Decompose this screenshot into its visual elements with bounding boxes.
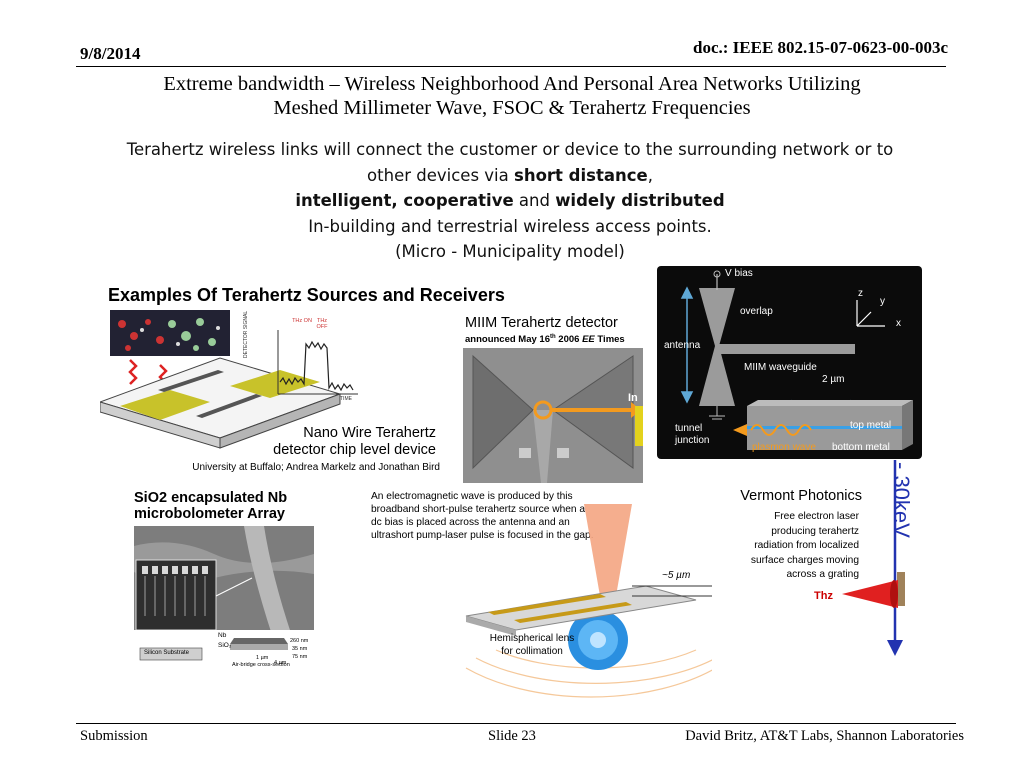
- microbolometer-image: [134, 526, 314, 670]
- tagline-line5: (Micro - Municipality model): [395, 242, 625, 261]
- tagline-bold-intelligent: intelligent, cooperative: [295, 191, 514, 210]
- sio2-1um: 1 µm: [256, 655, 269, 661]
- vermont-line3: radiation from localized: [754, 540, 859, 551]
- miim-sem-image: [463, 348, 643, 483]
- tagline-comma: ,: [647, 165, 653, 185]
- vermont-line2: producing terahertz: [771, 525, 859, 537]
- nanowire-credit: University at Buffalo; Andrea Markelz an…: [192, 462, 440, 473]
- diagram-bottom-metal: bottom metal: [832, 442, 890, 453]
- sio2-heading: SiO2 encapsulated Nb microbolometer Arra…: [134, 490, 287, 522]
- tagline-text1: Terahertz wireless links will connect th…: [126, 140, 894, 185]
- molecule-image: [110, 310, 230, 356]
- tagline-line4: In-building and terrestrial wireless acc…: [308, 216, 712, 236]
- vermont-line1: Free electron laser: [774, 511, 859, 522]
- header-date: 9/8/2014: [80, 44, 141, 63]
- tagline: Terahertz wireless links will connect th…: [120, 137, 900, 265]
- sio2-heading-line1: SiO2 encapsulated Nb: [134, 490, 288, 506]
- sio2-sio2-label: SiO₂: [218, 642, 232, 649]
- nanowire-caption-line1: Nano Wire Terahertz: [303, 425, 436, 441]
- miim-waveguide-diagram: [657, 266, 922, 459]
- vermont-photonics-text: Free electron laser producing terahertz …: [715, 510, 859, 583]
- sio2-nb-label: Nb: [218, 632, 227, 639]
- nanowire-caption-line2: detector chip level device: [273, 442, 436, 458]
- footer-slide-number: Slide 23: [488, 728, 536, 744]
- sio2-260nm: 260 nm: [290, 638, 309, 644]
- diagram-top-metal: top metal: [850, 420, 892, 431]
- electron-beam-arrow: [887, 460, 905, 656]
- sio2-4um: 4 µm: [274, 660, 287, 666]
- chip-substrate: [100, 357, 342, 449]
- header-doc-id: doc.: IEEE 802.15-07-0623-00-003c: [693, 38, 948, 57]
- slide-title: Extreme bandwidth – Wireless Neighborhoo…: [80, 72, 944, 120]
- em-wave-description: An electromagnetic wave is produced by t…: [371, 491, 594, 541]
- em-lens-line2: for collimation: [501, 646, 563, 657]
- diagram-plasmon-wave: plasmon wave: [752, 442, 816, 453]
- miim-announced: announced May 16th 2006 EE Times: [465, 334, 625, 346]
- sio2-35nm: 35 nm: [292, 646, 308, 652]
- examples-heading: Examples Of Terahertz Sources and Receiv…: [108, 285, 505, 305]
- vermont-photonics-title: Vermont Photonics: [740, 488, 862, 504]
- diagram-miim-waveguide: MIIM waveguide: [744, 362, 817, 373]
- miim-detector-title: MIIM Terahertz detector: [465, 315, 618, 331]
- diagram-axis-y: y: [880, 296, 885, 307]
- sio2-silicon-label: Silicon Substrate: [144, 650, 190, 656]
- plot-thz-on-label: THz ON: [292, 318, 312, 324]
- beam-energy-label: - 30keV: [889, 462, 914, 538]
- diagram-antenna: antenna: [664, 340, 701, 351]
- nanowire-chip-illustration: [100, 310, 358, 449]
- vermont-line4: surface charges moving: [750, 554, 859, 566]
- tagline-bold-short-distance: short distance: [514, 165, 648, 185]
- sio2-heading-line2: microbolometer Array: [134, 506, 285, 522]
- diagram-junction: junction: [675, 435, 710, 446]
- diagram-axis-x: x: [896, 318, 901, 329]
- footer-rule: [76, 723, 956, 724]
- sio2-75nm: 75 nm: [292, 654, 308, 660]
- diagram-tunnel: tunnel: [675, 423, 703, 434]
- diagram-axis-z: z: [858, 288, 863, 299]
- nanowire-caption: Nano Wire Terahertz detector chip level …: [248, 425, 436, 459]
- plot-y-label: DETECTOR SIGNAL: [243, 310, 249, 358]
- header-rule: [76, 66, 946, 67]
- plot-thz-off-label: THz OFF: [316, 318, 328, 330]
- diagram-2um: 2 µm: [822, 374, 845, 385]
- tagline-bold-widely: widely distributed: [555, 191, 725, 210]
- diagram-vbias: V bias: [725, 268, 753, 279]
- diagram-overlap: overlap: [740, 306, 773, 317]
- thz-antenna-illustration: [465, 504, 712, 698]
- miim-in-label: In: [628, 392, 638, 404]
- thz-cone: [842, 580, 898, 608]
- thz-label: Thz: [814, 590, 833, 602]
- em-5um-label: ~5 µm: [662, 570, 691, 581]
- slide-title-line2: Meshed Millimeter Wave, FSOC & Terahertz…: [273, 97, 751, 119]
- plot-x-label: TIME: [340, 396, 352, 402]
- em-lens-caption: Hemispherical lens for collimation: [477, 632, 587, 658]
- tagline-and: and: [513, 191, 556, 210]
- detector-signal-plot: [277, 330, 358, 395]
- tunnel-junction-block: [733, 400, 913, 450]
- em-lens-line1: Hemispherical lens: [489, 633, 575, 644]
- footer-author: David Britz, AT&T Labs, Shannon Laborato…: [685, 728, 964, 744]
- vermont-line5: across a grating: [786, 569, 859, 580]
- slide-title-line1: Extreme bandwidth – Wireless Neighborhoo…: [163, 73, 861, 95]
- footer-submission: Submission: [80, 728, 148, 744]
- sio2-airbridge: Air-bridge cross-section: [232, 662, 290, 668]
